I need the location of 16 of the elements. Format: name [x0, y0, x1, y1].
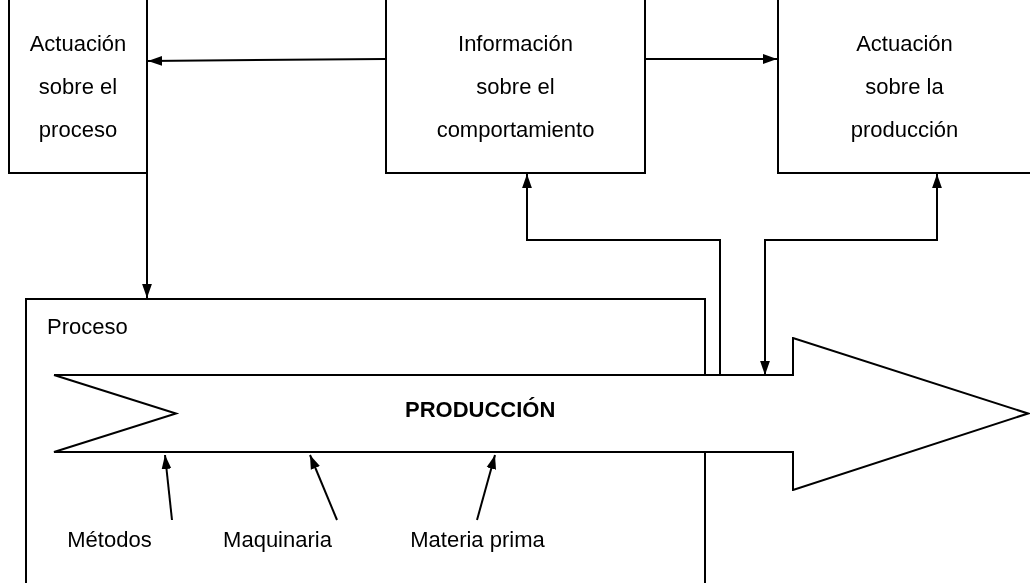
process-box: Información sobre el comportamiento: [385, 0, 646, 174]
leader-arrow: [476, 454, 496, 521]
frame-title: Proceso: [47, 313, 128, 341]
arrow: [522, 173, 721, 376]
input-label: Materia prima: [409, 526, 546, 554]
input-label: Métodos: [66, 526, 153, 554]
arrow: [147, 56, 386, 66]
process-box: Actuación sobre la producción: [777, 0, 1030, 174]
arrow: [760, 173, 942, 376]
leader-arrow: [161, 454, 173, 521]
leader-arrow: [309, 454, 338, 521]
input-label: Maquinaria: [222, 526, 333, 554]
process-box: Actuación sobre el proceso: [8, 0, 148, 174]
arrow: [645, 54, 778, 64]
arrow: [142, 173, 152, 299]
arrow-label: PRODUCCIÓN: [405, 396, 556, 424]
